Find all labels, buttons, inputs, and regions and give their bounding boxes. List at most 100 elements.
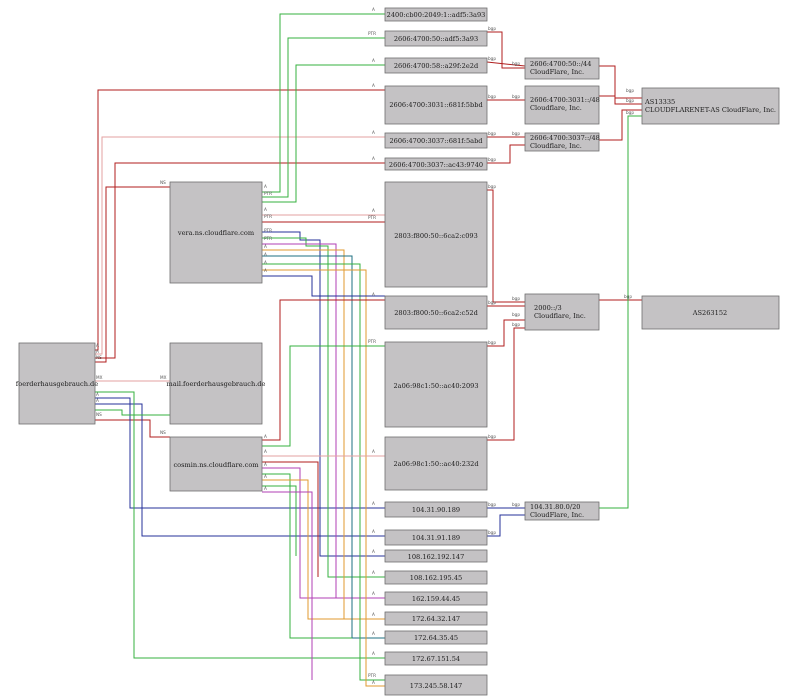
node-ip6-5 [384,132,488,149]
edge-vera-ip6-1 [262,13,385,193]
edge-label: A [372,292,375,297]
edge-label: bgp [488,157,496,162]
edge-domain-ip4-extra [95,409,170,416]
edge-label: A [372,7,375,12]
edge-label: A [372,83,375,88]
node-prefix-2-label: 2606:4700:3031::/48 [530,96,600,104]
edge-label: A [264,207,267,212]
node-ip6-10-label: 2a06:98c1:50::ac40:232d [393,460,479,468]
edge-label: bgp [512,94,520,99]
edge-vera-ip4-9b [262,269,385,687]
node-ip6-2-label: 2606:4700:50::adf5:3a93 [394,35,478,43]
edge-label: PTR [368,215,376,220]
edge-label: A [372,130,375,135]
edge-label: bgp [488,94,496,99]
node-prefix-5-label: 104.31.80.0/20 [530,503,580,511]
edge-label: bgp [488,26,496,31]
edge-label: bgp [624,294,632,299]
edge-pfx2-as [599,95,642,105]
node-ip6-9-label: 2a06:98c1:50::ac40:2093 [393,382,478,390]
node-prefix-3-org: Cloudflare, Inc. [530,142,582,150]
edge-cosmin-ip4-7 [262,473,352,639]
edge-label: A [264,184,267,189]
edge-label: A [264,434,267,439]
edge-domain-ip6-4 [95,89,385,351]
node-mail-label: mail.foerderhausgebrauch.de [167,380,266,388]
node-prefix-1-org: CloudFlare, Inc. [530,68,584,76]
edge-cosmin-ip4-3 [262,485,297,556]
node-ip4-7-label: 172.64.35.45 [414,634,458,642]
edge-pfx1-as [599,65,642,99]
node-prefix-2 [524,85,600,125]
edge-label: A [264,449,267,454]
edge-vera-ip6-3 [262,64,385,203]
edge-label: bgp [512,322,520,327]
node-as263152-label: AS263152 [692,309,727,317]
edge-label: PTR [264,214,272,219]
edge-ip4-2-pfx5 [487,514,525,537]
edge-vera-ip4-9 [262,263,385,681]
edge-pfx3-as [599,109,642,141]
node-prefix-4-label: 2000::/3 [534,304,562,312]
node-ns-vera [169,181,263,284]
edge-label: A [372,449,375,454]
edge-domain-vera-ns [95,186,170,363]
node-ns-cosmin-label: cosmin.ns.cloudflare.com [173,461,259,469]
node-ip6-5-label: 2606:4700:3037::681f:5abd [389,137,483,145]
edge-ip6-9-pfx4 [487,319,525,347]
edge-cosmin-ip4-5 [262,467,336,599]
node-ip6-7-label: 2803:f800:50::6ca2:c093 [394,232,478,240]
node-ip4-9 [384,674,488,696]
node-ip4-4 [384,570,488,585]
node-ip6-8 [384,295,488,330]
node-as13335 [641,87,780,125]
edge-label: bgp [512,312,520,317]
node-ip4-5-label: 162.159.44.45 [412,595,460,603]
edge-label: PTR [264,236,272,241]
edge-label: A [372,651,375,656]
node-ip4-1-label: 104.31.90.189 [412,506,460,514]
edge-label: bgp [488,502,496,507]
node-ns-vera-label: vera.ns.cloudflare.com [177,229,255,237]
node-ip4-6 [384,611,488,626]
node-as13335-org: CLOUDFLARENET-AS CloudFlare, Inc. [645,106,776,114]
edge-label: bgp [512,502,520,507]
node-ip4-7 [384,630,488,645]
edge-label: NS [160,180,166,185]
edge-vera-ip6-2 [262,37,385,198]
edge-label: MX [160,375,167,380]
node-as263152 [641,295,780,330]
edge-cosmin-ip4-9 [262,491,313,680]
edge-label: A [264,252,267,257]
node-ip4-6-label: 172.64.32.147 [412,615,460,623]
edge-label: A [264,268,267,273]
node-prefix-5 [524,501,600,521]
node-ip6-2 [384,30,488,47]
node-ip4-8 [384,651,488,666]
edge-label: bgp [488,56,496,61]
graph-edges [95,13,642,687]
node-ip4-2-label: 104.31.91.189 [412,534,460,542]
node-prefix-1 [524,57,600,80]
edge-vera-ip4-3 [262,231,385,557]
edge-label: A [372,680,375,685]
edge-label: A [372,612,375,617]
edge-label: bgp [488,300,496,305]
edge-label: bgp [488,530,496,535]
edge-label: A [372,501,375,506]
edge-domain-ip6-5 [95,136,385,355]
edge-cosmin-ip4-4 [262,461,319,577]
edge-ip6-7-pfx4 [487,189,525,303]
node-ip6-4-label: 2606:4700:3031::681f:5bbd [389,101,483,109]
edge-pfx5-as [599,115,642,509]
edge-label: PTR [264,228,272,233]
edge-label: PTR [368,31,376,36]
node-prefix-2-org: Cloudflare, Inc. [530,104,582,112]
edge-domain-cosmin-ns [95,419,170,438]
edge-label: A [96,392,99,397]
node-ip4-9-label: 173.245.58.147 [410,682,462,690]
node-ip4-3-label: 108.162.192.147 [408,553,465,561]
edge-label: PTR [368,673,376,678]
edge-label: A [264,462,267,467]
